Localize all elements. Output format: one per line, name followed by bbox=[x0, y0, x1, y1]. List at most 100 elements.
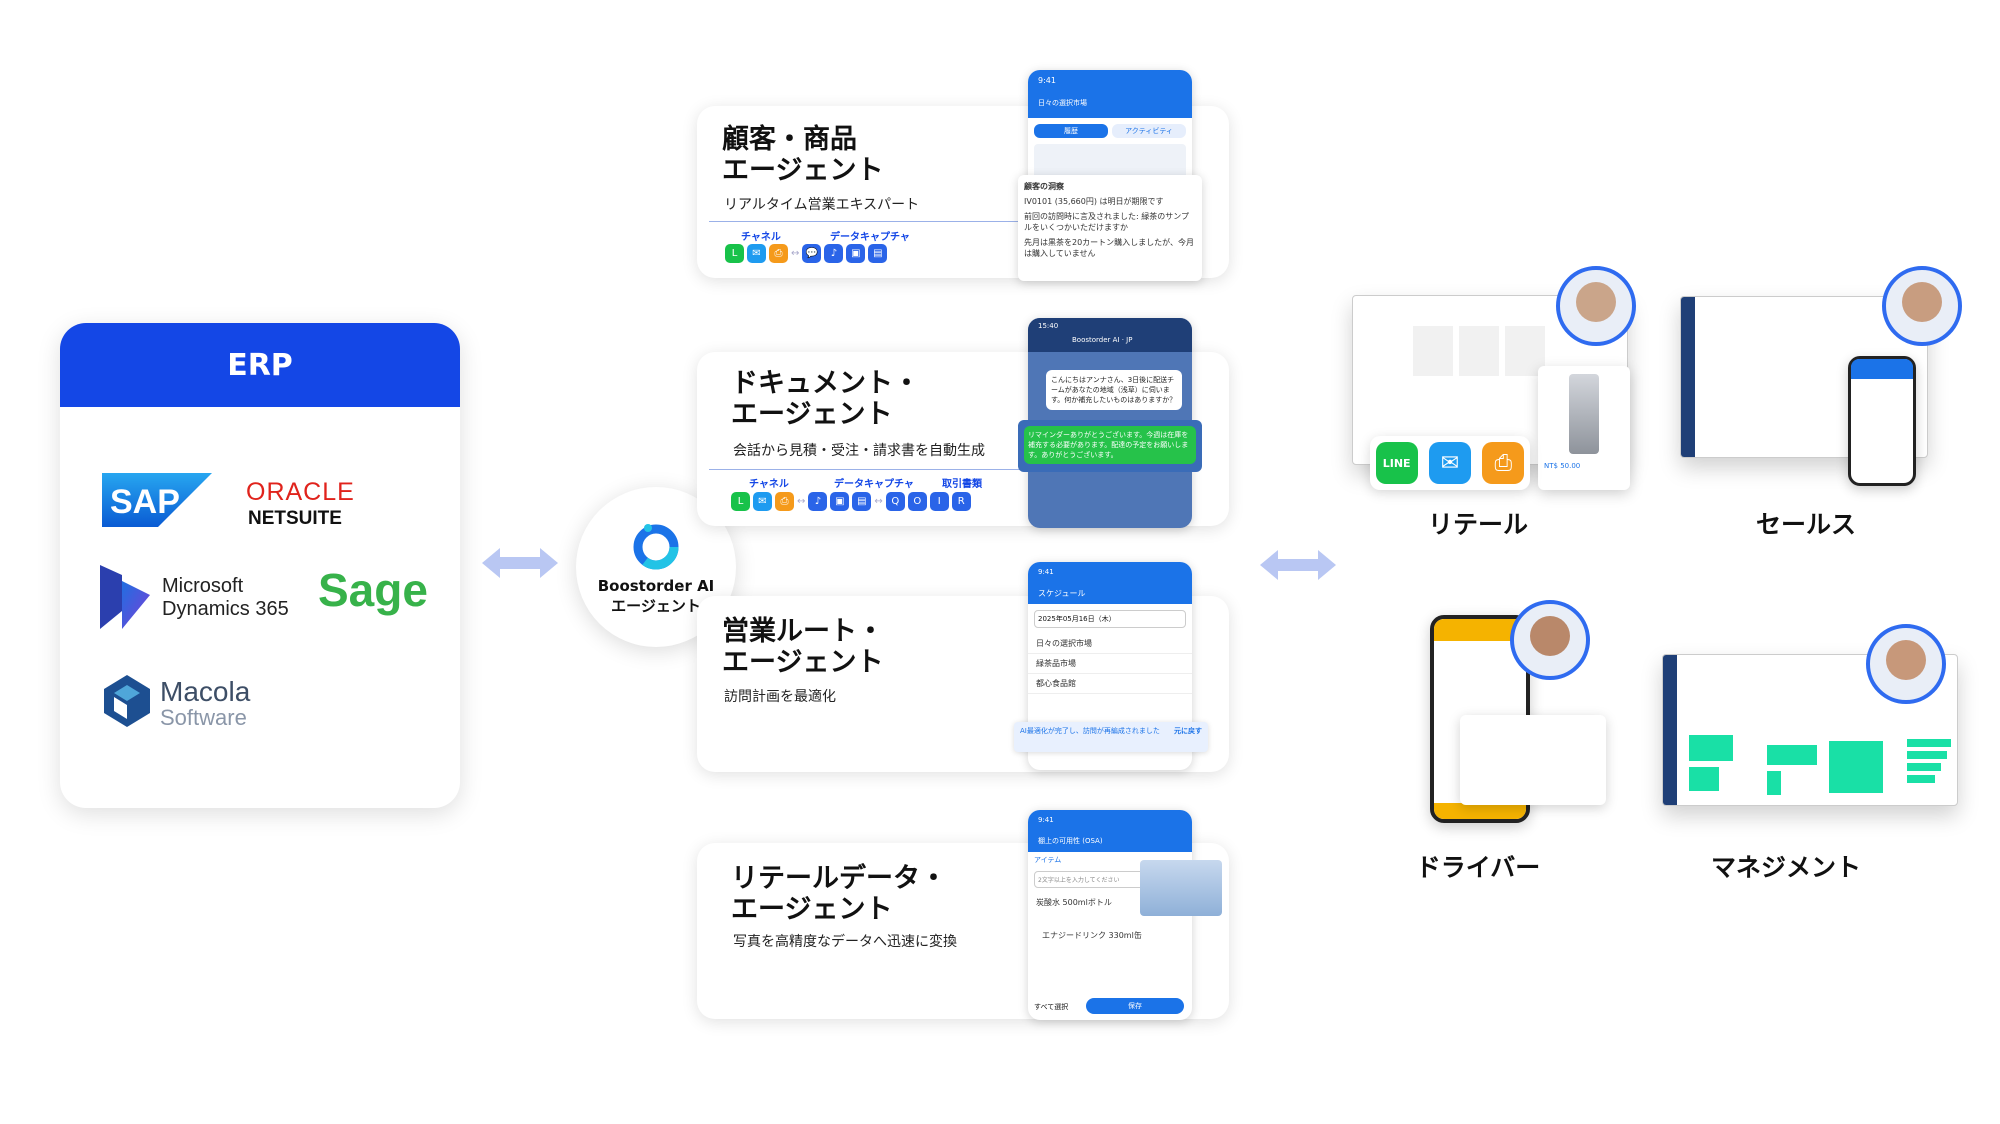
osa-header: 棚上の可用性 (OSA) bbox=[1028, 830, 1192, 852]
agent-subtitle: 会話から見積・受注・請求書を自動生成 bbox=[733, 443, 985, 459]
signature-card bbox=[1460, 715, 1606, 805]
printer-icon: ⎙ bbox=[769, 244, 788, 263]
invoice-doc-icon: I bbox=[929, 492, 949, 511]
hub-subtitle: エージェント bbox=[611, 596, 701, 615]
erp-card: ERP SAP ORACLE NETSUITE Microsoft Dynami… bbox=[60, 323, 460, 808]
data-capture-caption: データキャプチャ bbox=[830, 232, 910, 243]
hub-title: Boostorder AI bbox=[597, 576, 715, 595]
voice-icon: ♪ bbox=[808, 492, 828, 511]
agent-title: 顧客・商品 エージェント bbox=[722, 124, 884, 186]
agent-subtitle: リアルタイム営業エキスパート bbox=[724, 197, 920, 213]
boostorder-logo-icon bbox=[633, 523, 679, 569]
order-doc-icon: O bbox=[907, 492, 927, 511]
sales-avatar bbox=[1882, 266, 1962, 346]
undo-button[interactable]: 元に戻す bbox=[1174, 727, 1202, 735]
retail-avatar bbox=[1556, 266, 1636, 346]
channel-caption: チャネル bbox=[741, 232, 781, 243]
macola-icon bbox=[104, 675, 150, 727]
mail-icon: ✉ bbox=[747, 244, 766, 263]
agent-title: 営業ルート・ エージェント bbox=[722, 616, 884, 678]
phone-time: 9:41 bbox=[1028, 562, 1192, 582]
printer-icon: ⎙ bbox=[1482, 442, 1525, 484]
chat-bubble-incoming: こんにちはアンナさん、3日後に配送チームがあなたの地域（浅草）に伺います。何か補… bbox=[1046, 370, 1182, 410]
agent-subtitle: 訪問計画を最適化 bbox=[724, 689, 836, 705]
insight-1: IV0101 (35,660円) は明日が期限です bbox=[1024, 197, 1164, 206]
panel-title: 顧客の洞察 bbox=[1024, 182, 1064, 191]
list-item[interactable]: 炭酸水 500mlボトル bbox=[1036, 898, 1112, 907]
double-arrow-left-icon bbox=[482, 548, 558, 578]
schedule-header: スケジュール bbox=[1028, 582, 1192, 604]
chat-reply-panel: リマインダーありがとうございます。今週は在庫を補充する必要があります。配達の予定… bbox=[1018, 420, 1202, 472]
persona-sales: セールス bbox=[1755, 510, 1856, 539]
phone-title: 日々の選択市場 bbox=[1038, 99, 1087, 107]
erp-title: ERP bbox=[60, 323, 460, 407]
product-card: NT$ 50.00 bbox=[1538, 366, 1630, 490]
can-image bbox=[1569, 374, 1599, 454]
double-arrow-right-icon bbox=[1260, 550, 1336, 580]
phone-time: 15:40 bbox=[1038, 322, 1059, 330]
sales-phone bbox=[1848, 356, 1916, 486]
tab-history[interactable]: 履歴 bbox=[1034, 124, 1108, 138]
select-all[interactable]: すべて選択 bbox=[1034, 1003, 1069, 1011]
agent-title: ドキュメント・ エージェント bbox=[731, 368, 920, 430]
sap-logo: SAP bbox=[102, 473, 212, 527]
schedule-item-3[interactable]: 都心食品館 bbox=[1028, 674, 1192, 694]
dynamics-icon bbox=[100, 565, 150, 629]
chat-bubble-outgoing: リマインダーありがとうございます。今週は在庫を補充する必要があります。配達の予定… bbox=[1024, 426, 1196, 464]
customer-insight-panel: 顧客の洞察 IV0101 (35,660円) は明日が期限です 前回の訪問時に言… bbox=[1018, 175, 1202, 281]
channel-icons: L ✉ ⎙ ↔ 💬 ♪ ▣ ▤ bbox=[725, 244, 888, 263]
phone-time: 9:41 bbox=[1028, 810, 1192, 830]
agent-title: リテールデータ・ エージェント bbox=[731, 863, 947, 925]
mail-icon: ✉ bbox=[1428, 442, 1471, 484]
image-icon: ▣ bbox=[846, 244, 866, 263]
list-item[interactable]: エナジードリンク 330ml缶 bbox=[1042, 931, 1142, 940]
channel-icons: L ✉ ⎙ ↔ ♪ ▣ ▤ ↔ Q O I R bbox=[731, 492, 971, 511]
microsoft-text: Microsoft bbox=[162, 575, 244, 597]
tab-activity[interactable]: アクティビティ bbox=[1112, 124, 1186, 138]
phone-header: 9:41 bbox=[1028, 70, 1192, 118]
schedule-item-1[interactable]: 日々の選択市場 bbox=[1028, 634, 1192, 654]
insight-3: 先月は黒茶を20カートン購入しましたが、今月は購入していません bbox=[1024, 238, 1195, 258]
persona-management: マネジメント bbox=[1710, 853, 1861, 882]
macola-logo: Macola Software bbox=[160, 676, 251, 731]
line-icon: L bbox=[725, 244, 744, 263]
chat-title: Boostorder AI · JP bbox=[1072, 336, 1133, 344]
document-icon: ▤ bbox=[852, 492, 872, 511]
product-price: NT$ 50.00 bbox=[1544, 462, 1581, 470]
phone-time: 9:41 bbox=[1038, 76, 1056, 85]
sage-logo: Sage bbox=[318, 564, 428, 616]
schedule-item-2[interactable]: 緑茶品市場 bbox=[1028, 654, 1192, 674]
microsoft-logo: Microsoft Dynamics 365 bbox=[162, 575, 289, 621]
transaction-docs-caption: 取引書類 bbox=[942, 479, 982, 490]
management-avatar bbox=[1866, 624, 1946, 704]
channel-icon-tray: LINE ✉ ⎙ bbox=[1370, 436, 1530, 490]
insight-2: 前回の訪問時に言及されました: 緑茶のサンプルをいくつかいただけますか bbox=[1024, 212, 1189, 232]
save-button[interactable]: 保存 bbox=[1086, 998, 1184, 1014]
line-icon: L bbox=[731, 492, 750, 511]
oracle-logo: ORACLE bbox=[246, 478, 355, 506]
persona-driver: ドライバー bbox=[1415, 853, 1541, 882]
quote-doc-icon: Q bbox=[885, 492, 905, 511]
data-capture-caption: データキャプチャ bbox=[834, 479, 914, 490]
line-icon: LINE bbox=[1375, 442, 1418, 484]
macola-software-text: Software bbox=[160, 705, 247, 730]
shelf-photo bbox=[1140, 860, 1222, 916]
management-screen bbox=[1662, 654, 1958, 806]
ai-toast: AI最適化が完了し、訪問が再編成されました 元に戻す bbox=[1014, 722, 1208, 752]
printer-icon: ⎙ bbox=[775, 492, 794, 511]
chat-icon: 💬 bbox=[802, 244, 822, 263]
agent-subtitle: 写真を高精度なデータへ迅速に変換 bbox=[733, 934, 957, 950]
driver-avatar bbox=[1510, 600, 1590, 680]
tab-items[interactable]: アイテム bbox=[1034, 856, 1062, 864]
mail-icon: ✉ bbox=[753, 492, 772, 511]
receipt-doc-icon: R bbox=[951, 492, 971, 511]
macola-text: Macola bbox=[160, 676, 251, 707]
document-icon: ▤ bbox=[868, 244, 888, 263]
svg-text:SAP: SAP bbox=[110, 483, 180, 521]
channel-caption: チャネル bbox=[749, 479, 789, 490]
netsuite-logo: NETSUITE bbox=[248, 508, 342, 529]
schedule-date[interactable]: 2025年05月16日（木） bbox=[1034, 610, 1186, 628]
voice-icon: ♪ bbox=[824, 244, 844, 263]
dynamics-text: Dynamics 365 bbox=[162, 598, 289, 620]
